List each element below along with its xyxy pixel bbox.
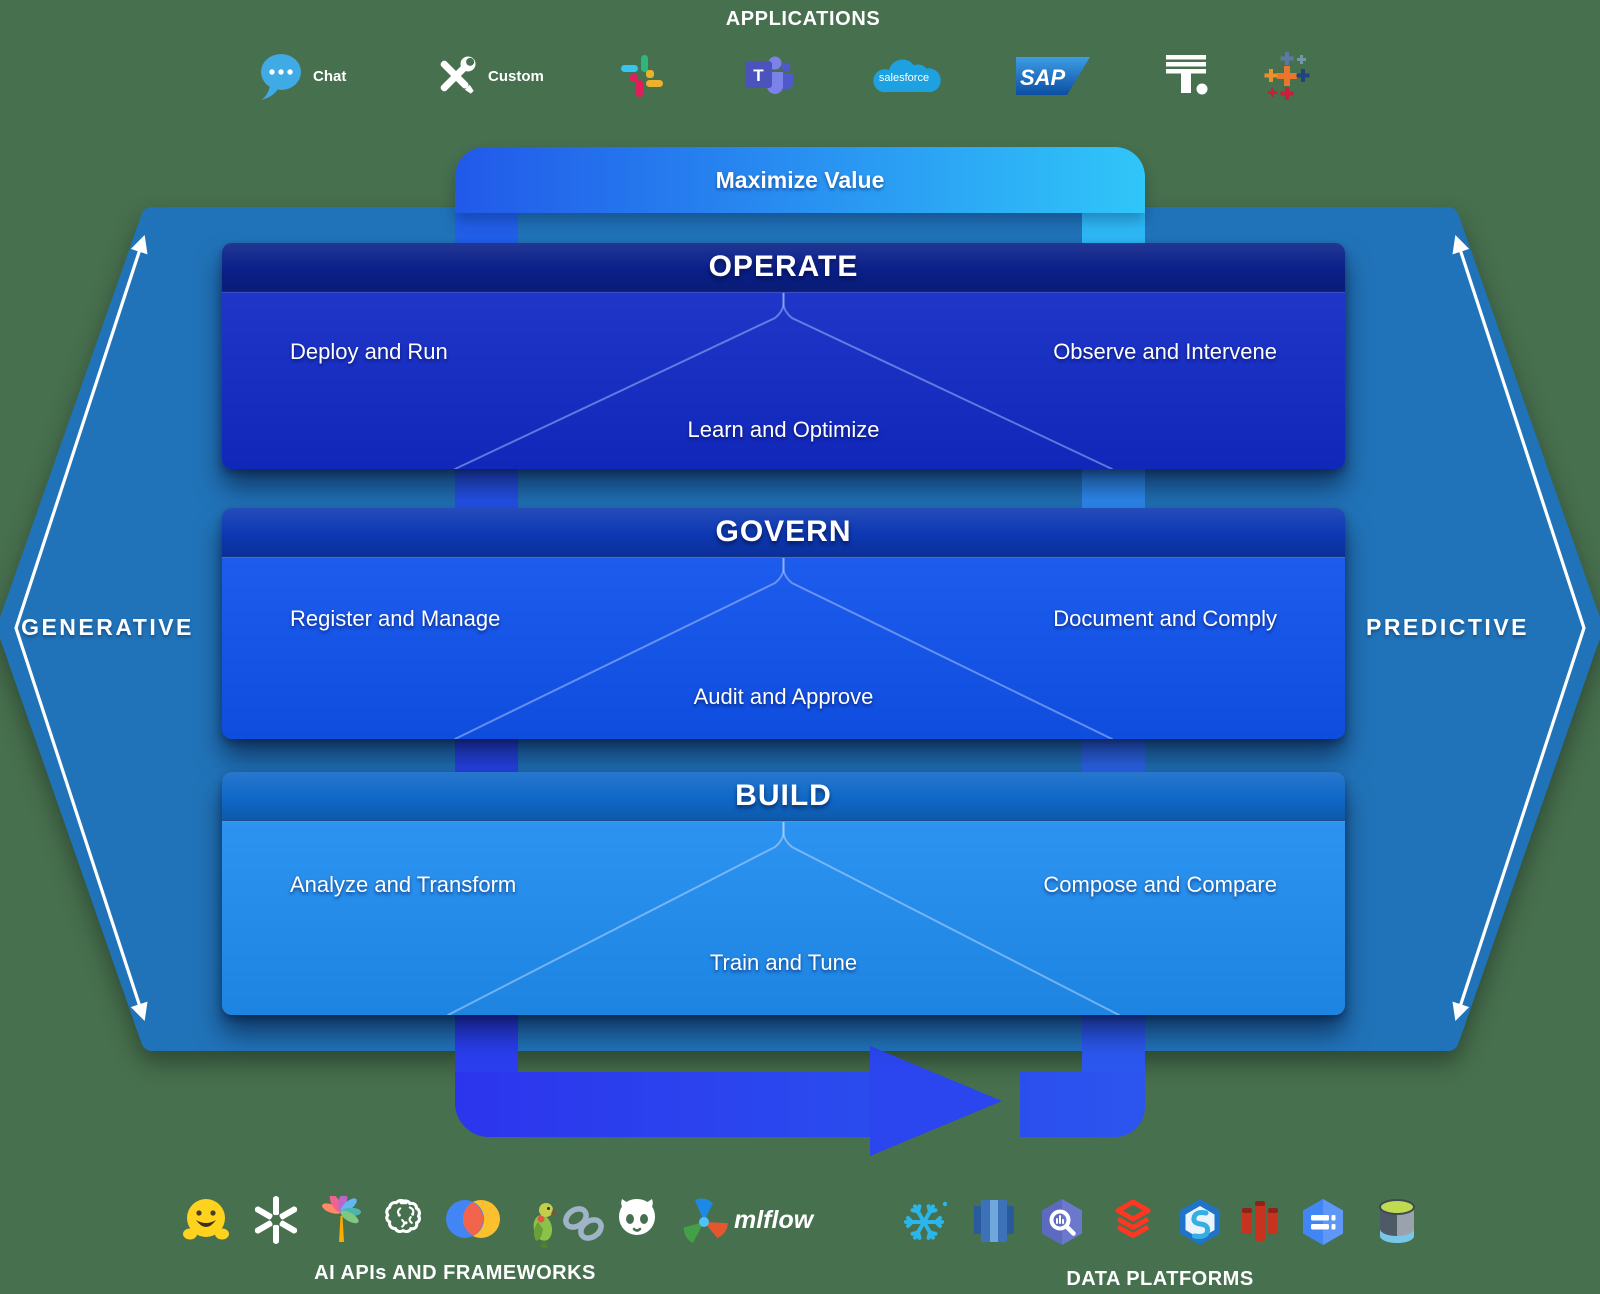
panel-govern-title: GOVERN <box>715 515 852 548</box>
panel-build-header: BUILD <box>222 772 1345 821</box>
overlapping-circles-icon <box>444 1196 502 1247</box>
svg-text:SAP: SAP <box>1020 65 1066 90</box>
panel-operate: OPERATE Deploy and Run Observe and Inter… <box>222 243 1345 469</box>
synapse-icon <box>1174 1196 1226 1253</box>
data-platforms-label: DATA PLATFORMS <box>1066 1268 1254 1290</box>
databricks-icon <box>1107 1196 1159 1251</box>
custom-tools-icon <box>440 56 476 94</box>
tableau-icon <box>1264 52 1310 100</box>
govern-left-label: Register and Manage <box>290 606 501 631</box>
panel-operate-header: OPERATE <box>222 243 1345 292</box>
predictive-label: PREDICTIVE <box>1365 614 1530 640</box>
app-custom-label: Custom <box>488 67 544 85</box>
huggingface-icon <box>182 1196 230 1249</box>
app-tableau <box>1262 50 1312 102</box>
app-chat-label: Chat <box>313 67 347 85</box>
mlflow-label: mlflow <box>734 1206 814 1234</box>
openai-icon <box>252 1196 300 1249</box>
salesforce-icon: salesforce <box>873 59 941 93</box>
loop-bottom-band <box>455 1072 872 1137</box>
app-chat: Chat <box>257 50 346 102</box>
ai-brain-icon <box>383 1196 429 1247</box>
predictive-axis-arrow <box>1452 234 1586 1022</box>
svg-text:salesforce: salesforce <box>879 72 929 84</box>
loop-right-corner <box>1020 1072 1145 1137</box>
generative-label: GENERATIVE <box>21 614 194 640</box>
panel-operate-body: Deploy and Run Observe and Intervene Lea… <box>222 292 1345 469</box>
data-lake-icon <box>1372 1196 1422 1253</box>
panel-govern: GOVERN Register and Manage Document and … <box>222 508 1345 739</box>
sap-icon: SAP <box>1016 57 1090 95</box>
langchain-icon <box>520 1196 606 1253</box>
bigquery-icon <box>1036 1196 1088 1253</box>
mlflow-icon <box>678 1196 730 1253</box>
generative-axis-arrow <box>14 234 148 1022</box>
govern-right-label: Document and Comply <box>1053 606 1277 631</box>
panel-operate-title: OPERATE <box>708 250 859 283</box>
maximize-value-band: Maximize Value <box>455 147 1145 213</box>
t-dot-icon <box>1166 55 1208 95</box>
operate-right-label: Observe and Intervene <box>1053 339 1277 364</box>
microsoft-teams-icon: T <box>745 56 793 94</box>
operate-left-label: Deploy and Run <box>290 339 448 364</box>
maximize-value-label: Maximize Value <box>715 166 885 193</box>
hexagon-database-icon <box>1297 1196 1349 1253</box>
panel-dividers <box>454 293 1113 469</box>
svg-text:T: T <box>753 66 764 85</box>
applications-title: APPLICATIONS <box>725 8 881 30</box>
palm-api-icon <box>317 1192 365 1249</box>
panel-build-body: Analyze and Transform Compose and Compar… <box>222 821 1345 1015</box>
redshift-icon <box>970 1196 1018 1251</box>
snowflake-icon <box>898 1196 950 1253</box>
slack-icon <box>621 55 663 97</box>
build-right-label: Compose and Compare <box>1043 872 1277 897</box>
app-teams: T <box>742 50 794 102</box>
app-custom: Custom <box>432 50 544 102</box>
panel-govern-body: Register and Manage Document and Comply … <box>222 557 1345 739</box>
github-icon <box>613 1196 661 1249</box>
operate-center-label: Learn and Optimize <box>687 417 880 442</box>
build-center-label: Train and Tune <box>709 950 858 975</box>
panel-dividers <box>447 822 1120 1015</box>
ai-frameworks-label: AI APIs AND FRAMEWORKS <box>314 1262 596 1284</box>
app-salesforce: salesforce <box>868 50 942 102</box>
app-slack <box>618 50 666 102</box>
panel-dividers <box>454 558 1113 739</box>
chat-icon <box>261 54 301 100</box>
panel-build-title: BUILD <box>735 779 832 812</box>
red-columns-icon <box>1236 1196 1284 1251</box>
app-sap: SAP <box>1016 50 1090 102</box>
build-left-label: Analyze and Transform <box>290 872 517 897</box>
panel-govern-header: GOVERN <box>222 508 1345 557</box>
govern-center-label: Audit and Approve <box>693 684 874 709</box>
app-t-dot <box>1163 50 1211 102</box>
panel-build: BUILD Analyze and Transform Compose and … <box>222 772 1345 1015</box>
